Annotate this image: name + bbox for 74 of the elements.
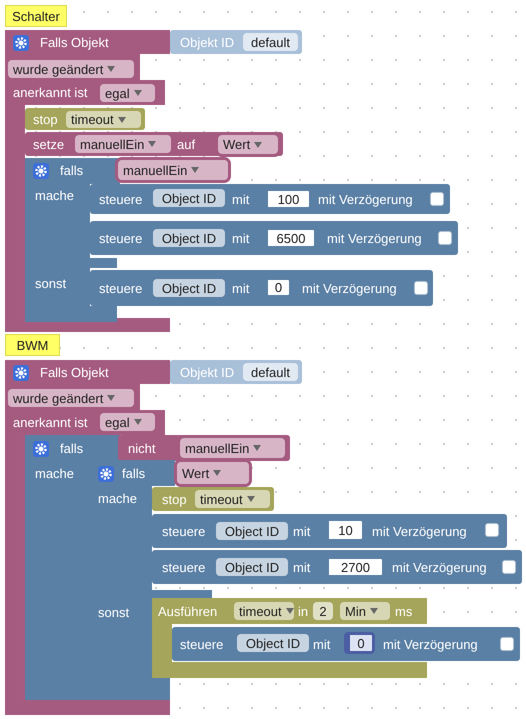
text-field: Object ID [237, 634, 309, 652]
stop-block [25, 108, 145, 130]
object-id-block [170, 360, 302, 384]
block-label: Objekt ID [180, 35, 234, 50]
checkbox [500, 637, 514, 651]
dropdown: Wert [218, 135, 278, 154]
dropdown: manuellEin [118, 160, 228, 180]
text-field: Object ID [153, 229, 225, 247]
dropdown: timeout [195, 490, 270, 508]
block-label: auf [177, 137, 196, 152]
block-label: in [298, 604, 308, 619]
block-label: mit [293, 560, 310, 575]
text-field: default [243, 33, 298, 51]
control-block [152, 550, 522, 584]
block-label: mit Verzögerung [302, 281, 397, 296]
block-label: falls [60, 163, 84, 178]
block-label: ms [395, 604, 412, 619]
dropdown: manuellEin [75, 135, 171, 153]
block-label: anerkannt ist [13, 415, 88, 430]
number-field: 0 [344, 632, 375, 654]
checkbox [485, 523, 499, 537]
block-label: nicht [128, 441, 156, 456]
block-label: setze [33, 137, 64, 152]
checkbox [438, 231, 452, 245]
block-label: Falls Objekt [40, 35, 109, 50]
control-block [90, 270, 433, 306]
text-field: Object ID [153, 279, 225, 297]
block-label: stop [33, 112, 58, 127]
not-block [118, 435, 290, 461]
set-variable-block [25, 132, 283, 156]
text-field: Object ID [153, 189, 225, 207]
block-label: anerkannt ist [13, 85, 88, 100]
block-label: mit Verzögerung [372, 524, 467, 539]
control-block [172, 627, 520, 661]
block-label: mit Verzögerung [383, 637, 478, 652]
control-block [90, 184, 450, 214]
checkbox [414, 281, 428, 295]
timer-block [152, 598, 427, 624]
text-field: default [243, 363, 298, 381]
block-label: steuere [99, 192, 142, 207]
block-label: steuere [99, 281, 142, 296]
block-label: mit [313, 637, 330, 652]
block-label: mache [35, 188, 74, 203]
block-label: steuere [99, 231, 142, 246]
block-label: falls [60, 441, 84, 456]
block-label: mit Verzögerung [318, 192, 413, 207]
comment-note: Schalter [5, 5, 67, 27]
comment-note: BWM [5, 334, 60, 356]
dropdown: timeout [66, 111, 141, 128]
dropdown: egal [100, 413, 155, 431]
dropdown: wurde geändert [8, 389, 134, 407]
dropdown: manuellEin [180, 438, 285, 458]
checkbox [502, 560, 516, 574]
control-block [152, 514, 507, 548]
block-label: mit Verzögerung [392, 560, 487, 575]
dropdown: Min [340, 602, 390, 620]
object-id-block [170, 30, 302, 54]
block-label: mit [293, 524, 310, 539]
dropdown: egal [100, 84, 155, 102]
block-label: sonst [35, 276, 66, 291]
block-label: mit [232, 281, 250, 296]
dropdown: wurde geändert [8, 60, 134, 78]
text-field: Object ID [216, 558, 288, 576]
block-label: mache [35, 466, 74, 481]
checkbox [430, 192, 444, 206]
text-field: Object ID [216, 522, 288, 540]
block-label: mit [232, 192, 250, 207]
block-label: Objekt ID [180, 365, 234, 380]
text-field: 2 [313, 602, 333, 620]
block-label: mit [232, 231, 250, 246]
block-label: mit Verzögerung [327, 231, 422, 246]
dropdown: timeout [234, 602, 294, 620]
control-block [90, 221, 458, 255]
block-label: Falls Objekt [40, 365, 109, 380]
